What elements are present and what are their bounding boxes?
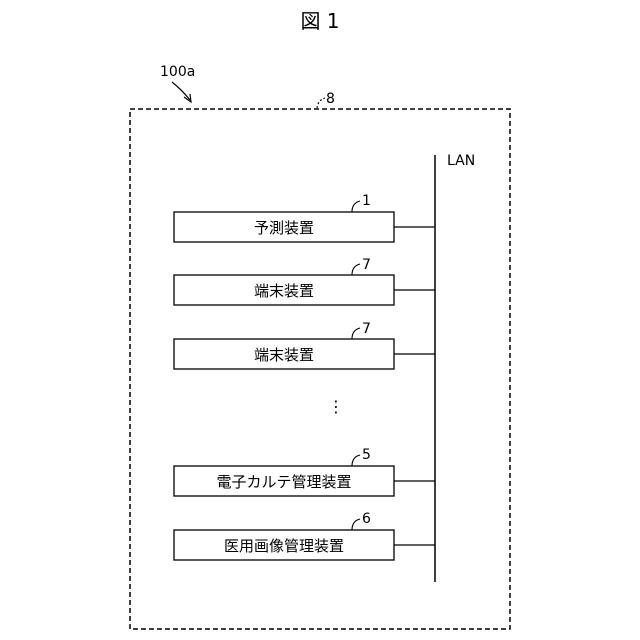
system-ref-arrowhead xyxy=(184,94,191,102)
device-label: 端末装置 xyxy=(254,346,314,364)
device-ref: 6 xyxy=(362,511,371,527)
system-ref-label: 100a xyxy=(160,64,195,80)
system-ref-arrow xyxy=(172,82,190,100)
device-emr-management: 電子カルテ管理装置 5 xyxy=(174,447,435,496)
device-medical-image-management: 医用画像管理装置 6 xyxy=(174,511,435,560)
device-label: 医用画像管理装置 xyxy=(224,537,344,555)
device-ref: 5 xyxy=(362,447,371,463)
ref-leader xyxy=(352,328,360,339)
ref-leader xyxy=(352,455,360,466)
ref-leader xyxy=(352,519,360,530)
frame-ref-label: 8 xyxy=(326,91,335,107)
lan-label: LAN xyxy=(447,153,475,169)
frame-ref-leader xyxy=(317,98,325,108)
figure-title: 図 1 xyxy=(300,9,339,33)
ref-leader xyxy=(352,264,360,275)
device-ref: 7 xyxy=(362,257,371,273)
device-prediction: 予測装置 1 xyxy=(174,193,435,242)
ref-leader xyxy=(352,201,360,212)
device-label: 予測装置 xyxy=(254,219,314,237)
device-terminal-1: 端末装置 7 xyxy=(174,257,435,305)
device-ref: 7 xyxy=(362,321,371,337)
device-ref: 1 xyxy=(362,193,371,209)
ellipsis-indicator: ⋮ xyxy=(328,397,344,416)
device-label: 端末装置 xyxy=(254,282,314,300)
device-label: 電子カルテ管理装置 xyxy=(216,473,351,491)
device-terminal-2: 端末装置 7 xyxy=(174,321,435,369)
